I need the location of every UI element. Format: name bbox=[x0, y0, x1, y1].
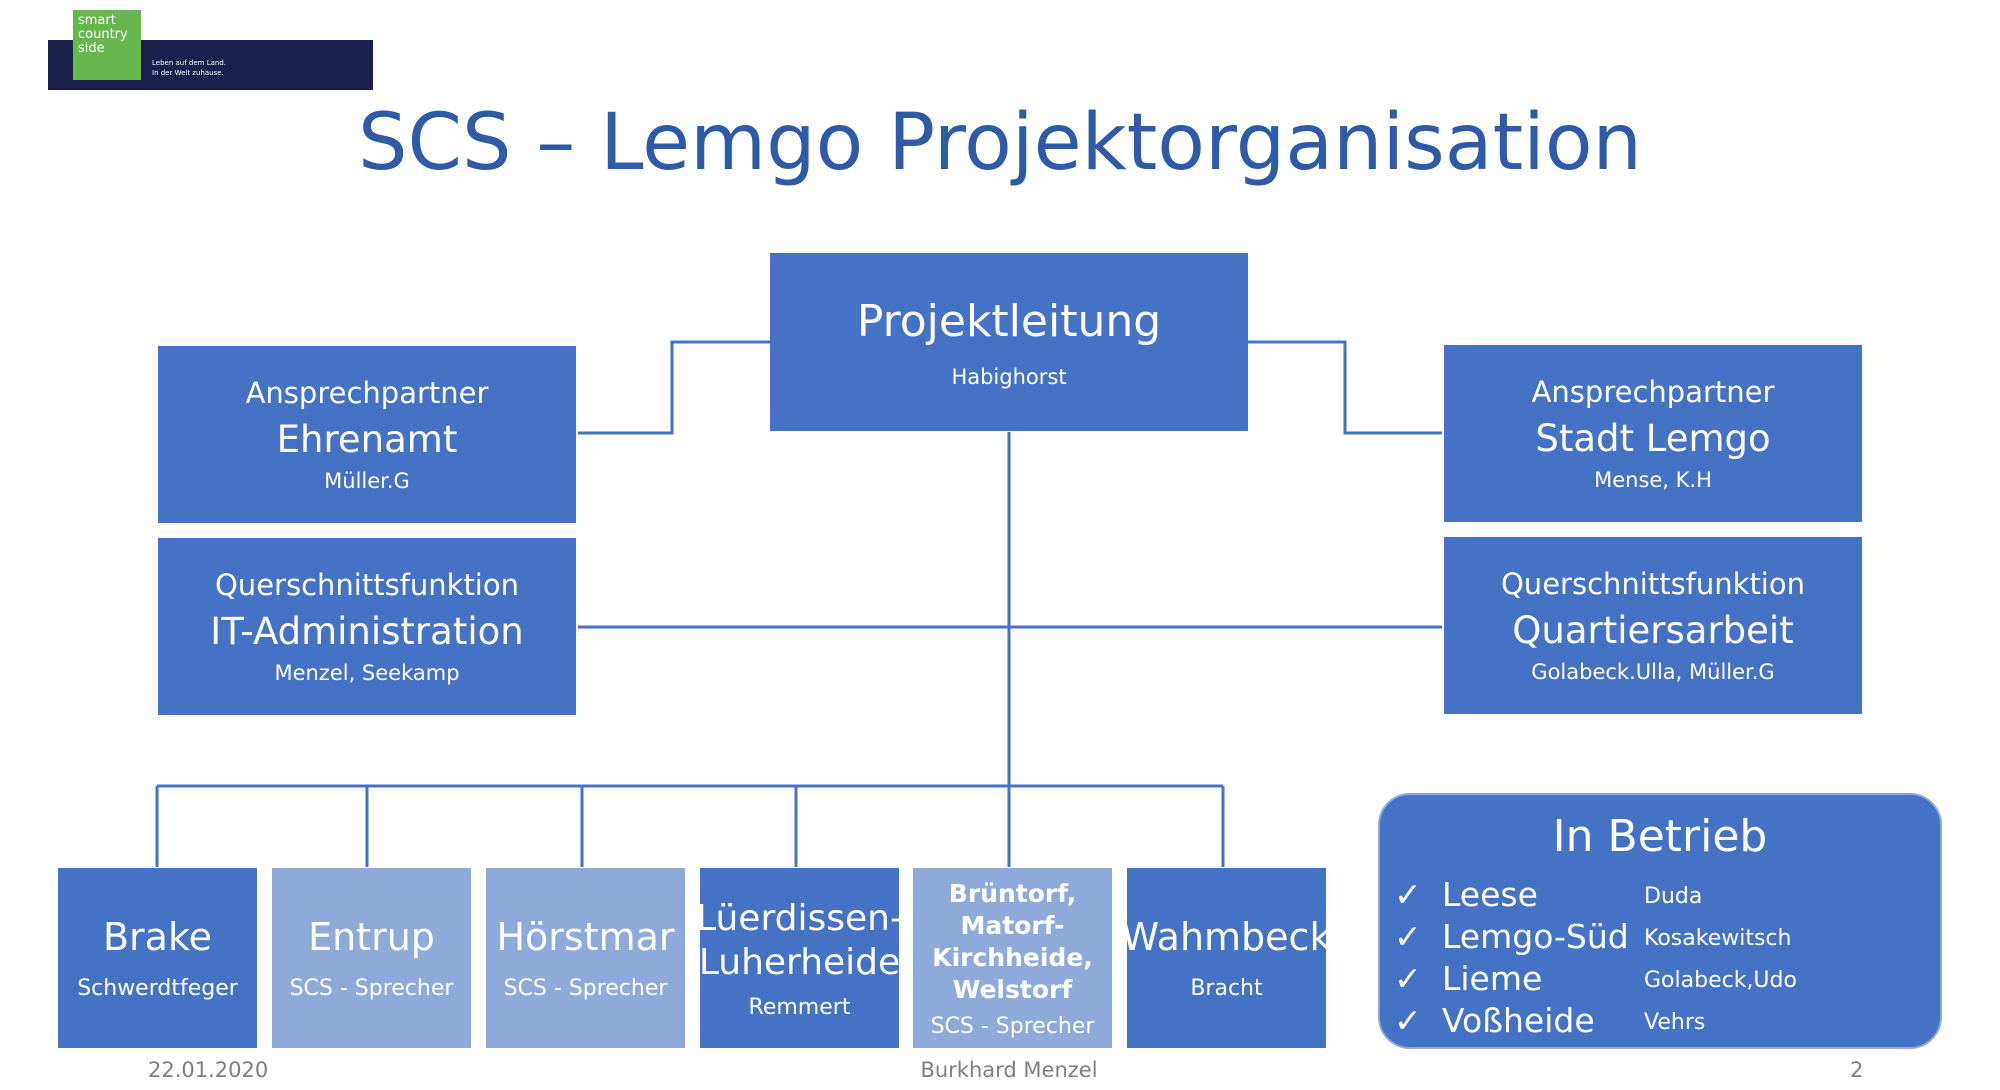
box-person: Menzel, Seekamp bbox=[274, 661, 460, 685]
list-item: ✓ Leese Duda bbox=[1394, 875, 1702, 914]
team-box-entrup: Entrup SCS - Sprecher bbox=[272, 868, 471, 1048]
box-person: Müller.G bbox=[324, 469, 410, 493]
function-box-it: Querschnittsfunktion IT-Administration M… bbox=[158, 538, 576, 715]
connector-line bbox=[1248, 340, 1442, 435]
footer-page-number: 2 bbox=[1850, 1058, 1864, 1082]
list-item: ✓ Lieme Golabeck,Udo bbox=[1394, 959, 1797, 998]
logo-tagline-line: In der Welt zuhause. bbox=[152, 69, 224, 77]
team-box-wahmbeck: Wahmbeck Bracht bbox=[1122, 868, 1331, 1048]
lead-title: Projektleitung bbox=[856, 295, 1162, 347]
place-person: Duda bbox=[1644, 884, 1703, 909]
logo-text: side bbox=[78, 41, 105, 56]
contact-box-ehrenamt: Ansprechpartner Ehrenamt Müller.G bbox=[158, 346, 576, 523]
team-person: Remmert bbox=[748, 994, 851, 1020]
box-person: Golabeck.Ulla, Müller.G bbox=[1531, 660, 1775, 684]
logo-tagline-line: Leben auf dem Land. bbox=[152, 59, 226, 67]
team-person: SCS - Sprecher bbox=[503, 975, 668, 1001]
box-label: Ansprechpartner bbox=[245, 376, 489, 410]
checkmark-icon: ✓ bbox=[1394, 875, 1422, 914]
function-box-quartier: Querschnittsfunktion Quartiersarbeit Gol… bbox=[1444, 537, 1862, 714]
logo-text: smart bbox=[78, 13, 116, 28]
lead-box: Projektleitung Habighorst bbox=[770, 253, 1248, 431]
team-name: Lüerdissen- Luherheide bbox=[696, 897, 903, 983]
in-betrieb-panel: In Betrieb ✓ Leese Duda ✓ Lemgo-Süd Kosake… bbox=[1378, 793, 1942, 1049]
team-name: Brüntorf, Matorf- Kirchheide, Welstorf bbox=[932, 878, 1093, 1004]
checkmark-icon: ✓ bbox=[1394, 1001, 1422, 1040]
team-name: Hörstmar bbox=[496, 914, 675, 959]
page-title: SCS – Lemgo Projektorganisation bbox=[358, 98, 1642, 188]
team-box-brake: Brake Schwerdtfeger bbox=[58, 868, 257, 1048]
place-name: Leese bbox=[1442, 875, 1538, 914]
team-person: Bracht bbox=[1190, 975, 1263, 1001]
team-name: Entrup bbox=[308, 914, 435, 959]
list-item: ✓ Voßheide Vehrs bbox=[1394, 1001, 1705, 1040]
box-title: IT-Administration bbox=[210, 610, 524, 653]
connector-line bbox=[578, 340, 770, 435]
box-label: Ansprechpartner bbox=[1531, 375, 1775, 409]
team-person: SCS - Sprecher bbox=[930, 1013, 1095, 1039]
lead-person: Habighorst bbox=[951, 364, 1067, 389]
team-box-bruentorf: Brüntorf, Matorf- Kirchheide, Welstorf S… bbox=[913, 868, 1112, 1048]
place-person: Golabeck,Udo bbox=[1644, 968, 1797, 993]
team-name: Wahmbeck bbox=[1121, 914, 1332, 959]
place-name: Voßheide bbox=[1442, 1001, 1595, 1040]
logo-text: country bbox=[78, 27, 128, 42]
logo: smart country side Leben auf dem Land. I… bbox=[48, 10, 373, 90]
team-box-luerdissen: Lüerdissen- Luherheide Remmert bbox=[696, 868, 903, 1048]
team-name: Brake bbox=[102, 914, 212, 959]
footer-date: 22.01.2020 bbox=[148, 1058, 269, 1082]
place-name: Lemgo-Süd bbox=[1442, 917, 1629, 956]
team-person: Schwerdtfeger bbox=[77, 975, 238, 1001]
list-item: ✓ Lemgo-Süd Kosakewitsch bbox=[1394, 917, 1791, 956]
box-title: Quartiersarbeit bbox=[1512, 609, 1794, 652]
logo-mark: smart country side bbox=[73, 10, 141, 80]
box-title: Stadt Lemgo bbox=[1535, 417, 1771, 460]
logo-tagline: Leben auf dem Land. In der Welt zuhause. bbox=[152, 58, 226, 78]
in-betrieb-title: In Betrieb bbox=[1552, 811, 1768, 862]
place-person: Vehrs bbox=[1644, 1010, 1706, 1035]
box-label: Querschnittsfunktion bbox=[214, 568, 519, 602]
checkmark-icon: ✓ bbox=[1394, 917, 1422, 956]
footer-author: Burkhard Menzel bbox=[920, 1058, 1098, 1082]
box-person: Mense, K.H bbox=[1594, 468, 1712, 492]
checkmark-icon: ✓ bbox=[1394, 959, 1422, 998]
contact-box-stadt: Ansprechpartner Stadt Lemgo Mense, K.H bbox=[1444, 345, 1862, 522]
place-name: Lieme bbox=[1442, 959, 1543, 998]
team-person: SCS - Sprecher bbox=[289, 975, 454, 1001]
team-box-hoerstmar: Hörstmar SCS - Sprecher bbox=[486, 868, 685, 1048]
box-label: Querschnittsfunktion bbox=[1500, 567, 1805, 601]
box-title: Ehrenamt bbox=[276, 418, 458, 461]
place-person: Kosakewitsch bbox=[1644, 926, 1792, 951]
